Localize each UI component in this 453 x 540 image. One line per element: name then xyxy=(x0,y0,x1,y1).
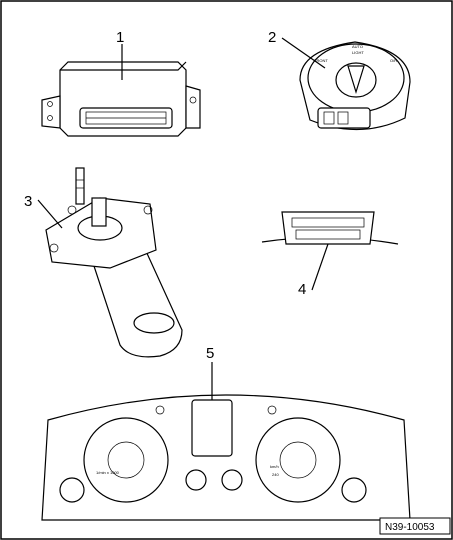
callout-line-4 xyxy=(311,243,329,291)
switch-label-fog: FRONT xyxy=(314,58,328,63)
callout-5: 5 xyxy=(206,345,214,362)
speedometer xyxy=(255,417,341,503)
tach-scale-label: 1/min x 1000 xyxy=(96,470,120,475)
motor xyxy=(45,167,183,358)
reference-number: N39-10053 xyxy=(385,522,435,533)
switch-label-off: O/R xyxy=(390,58,397,63)
callout-2: 2 xyxy=(268,29,276,46)
speed-unit: km/h xyxy=(270,464,279,469)
control-unit xyxy=(41,61,201,137)
callout-1: 1 xyxy=(116,29,124,46)
instrument-cluster: 1/min x 1000 240 km/h xyxy=(41,394,411,521)
switch-label-auto: AUTO xyxy=(352,44,363,49)
switch-label-light: LIGHT xyxy=(352,50,364,55)
speed-value: 240 xyxy=(272,472,279,477)
reference-box xyxy=(379,517,451,535)
callout-3: 3 xyxy=(24,193,32,210)
callout-line-3 xyxy=(37,199,63,229)
callout-line-2 xyxy=(281,37,326,69)
callout-4: 4 xyxy=(298,281,306,298)
tachometer xyxy=(83,417,169,503)
light-switch: AUTO LIGHT O/R FRONT xyxy=(299,41,411,131)
diagnostic-connector xyxy=(261,211,399,245)
